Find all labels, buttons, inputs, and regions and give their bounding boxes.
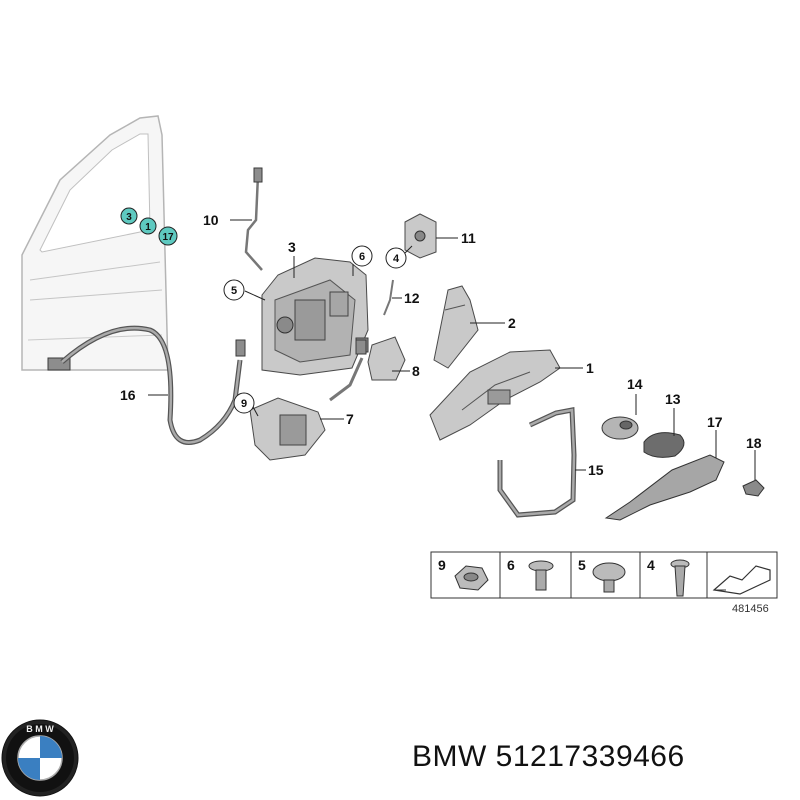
callout-16: 16 xyxy=(120,387,136,403)
table-cell-6: 6 xyxy=(507,557,515,573)
door-tag-3: 3 xyxy=(120,207,138,225)
callout-11: 11 xyxy=(461,230,476,246)
door-tag-1: 1 xyxy=(139,217,157,235)
bmw-logo: B M W xyxy=(1,719,79,797)
part-13-cover xyxy=(643,432,685,458)
callout-18: 18 xyxy=(746,435,762,451)
screw-icon-5 xyxy=(592,562,626,593)
callout-12: 12 xyxy=(404,290,420,306)
screw-icon-4 xyxy=(670,559,690,597)
part-number-caption: BMW 51217339466 xyxy=(412,740,685,773)
circled-callout-6: 6 xyxy=(351,245,373,267)
circled-callout-9: 9 xyxy=(233,392,255,414)
svg-text:B M W: B M W xyxy=(26,724,54,734)
nut-icon xyxy=(454,565,489,591)
part-11-striker xyxy=(404,213,437,259)
svg-text:4: 4 xyxy=(393,253,400,265)
callout-2: 2 xyxy=(508,315,516,331)
callout-7: 7 xyxy=(346,411,354,427)
svg-text:6: 6 xyxy=(359,251,365,263)
callout-10: 10 xyxy=(203,212,219,228)
table-cell-5: 5 xyxy=(578,557,586,573)
part-18-plug xyxy=(742,479,765,497)
door-tag-17: 17 xyxy=(158,226,178,246)
callout-14: 14 xyxy=(627,376,643,392)
table-cell-4: 4 xyxy=(647,557,655,573)
screw-icon-6 xyxy=(528,560,554,591)
callout-13: 13 xyxy=(665,391,681,407)
callout-3: 3 xyxy=(288,239,296,255)
part-1-handle-carrier xyxy=(429,349,561,441)
part-17-door-handle xyxy=(604,454,725,521)
svg-text:5: 5 xyxy=(231,285,237,297)
part-2-bracket xyxy=(433,285,479,369)
svg-text:17: 17 xyxy=(162,232,174,243)
part-12-rod xyxy=(383,279,394,316)
circled-callout-5: 5 xyxy=(223,279,245,301)
callout-8: 8 xyxy=(412,363,420,379)
circled-callout-4: 4 xyxy=(385,247,407,269)
arrow-symbol-icon xyxy=(712,565,771,595)
part-15-cable xyxy=(497,407,577,518)
door-illustration xyxy=(21,115,169,371)
table-cell-9: 9 xyxy=(438,557,446,573)
part-3-door-lock xyxy=(261,257,369,376)
svg-text:1: 1 xyxy=(145,222,151,233)
svg-text:3: 3 xyxy=(126,212,132,223)
part-7-actuator xyxy=(249,339,367,461)
part-14-cap xyxy=(601,416,639,440)
part-10-rod xyxy=(244,167,263,271)
callout-17: 17 xyxy=(707,414,723,430)
fasteners-table: 9 6 5 4 xyxy=(430,551,778,599)
svg-text:9: 9 xyxy=(241,398,247,410)
diagram-reference-number: 481456 xyxy=(732,603,769,615)
callout-1: 1 xyxy=(586,360,594,376)
callout-15: 15 xyxy=(588,462,604,478)
part-16-cable xyxy=(60,325,246,445)
